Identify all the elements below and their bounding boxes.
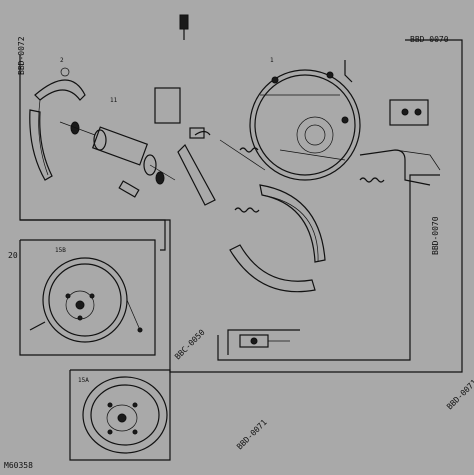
- ref-bottom-center: BBD-0071: [235, 418, 269, 452]
- ref-mid-lower: BBC-0050: [173, 328, 207, 362]
- wheel-cylinder: [59, 121, 176, 185]
- boundary-lines: [19, 39, 463, 461]
- hub-disc: [82, 376, 168, 454]
- ref-bottom-right: BBD-0071: [445, 378, 474, 412]
- ref-top-right: BBD-0070: [410, 35, 449, 44]
- figure-code: M60358: [4, 461, 33, 470]
- small-parts: [118, 14, 429, 198]
- ref-left-vertical: BBD-0072: [17, 36, 26, 75]
- brake-shoe-upper-left: [29, 67, 86, 181]
- callout-15a: 15A: [78, 377, 89, 384]
- callout-20: 20: [8, 251, 18, 260]
- callout-15b: 15B: [55, 247, 66, 254]
- brake-shoe-lower: [229, 184, 326, 293]
- backing-plate: [249, 69, 361, 181]
- ref-right-vertical: BBD-0070: [431, 216, 440, 255]
- adjuster-strut: [177, 127, 266, 206]
- callout-11: 11: [110, 97, 118, 104]
- callout-2: 2: [60, 57, 64, 64]
- callout-1: 1: [270, 57, 274, 64]
- brake-drum: [29, 257, 143, 343]
- brake-lines: [359, 149, 441, 186]
- springs: [234, 147, 385, 213]
- lower-hardware: [239, 334, 290, 348]
